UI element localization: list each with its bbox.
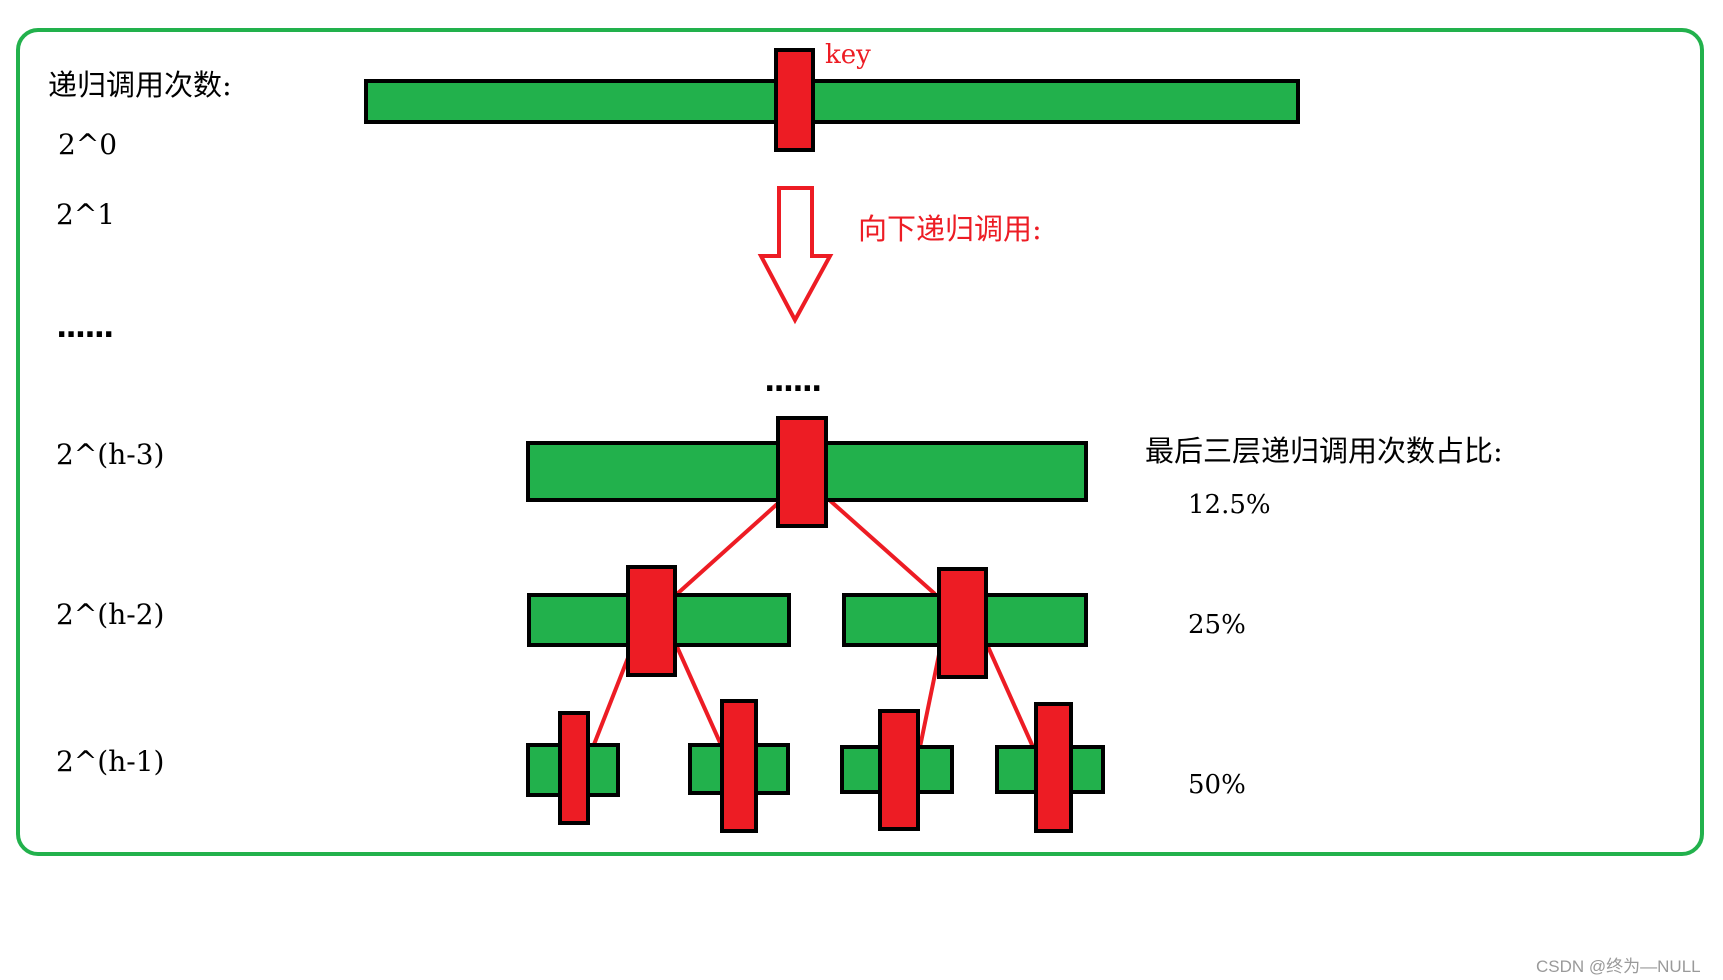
level-label-1: 2^1 bbox=[56, 198, 116, 231]
recursion-direction-label: 向下递归调用: bbox=[858, 212, 1042, 246]
level-label-0: 2^0 bbox=[58, 128, 118, 161]
down-arrow-icon bbox=[757, 186, 834, 325]
edge-l1-left bbox=[675, 495, 787, 596]
key-cell-h2-left bbox=[626, 565, 677, 677]
middle-ellipsis: ...... bbox=[764, 364, 822, 399]
diagram-frame bbox=[16, 28, 1704, 856]
recursion-count-title: 递归调用次数: bbox=[48, 68, 232, 102]
edge-l1-right bbox=[824, 495, 937, 596]
edge-l2-d bbox=[983, 639, 1035, 748]
level-label-h1: 2^(h-1) bbox=[56, 745, 165, 778]
key-label: key bbox=[825, 40, 871, 70]
watermark: CSDN @终为—NULL bbox=[1536, 957, 1701, 976]
key-cell-h1-1 bbox=[558, 711, 590, 825]
ratio-title: 最后三层递归调用次数占比: bbox=[1145, 434, 1503, 468]
ratio-h3: 12.5% bbox=[1188, 490, 1271, 520]
top-array-bar bbox=[364, 79, 1300, 124]
ratio-h2: 25% bbox=[1188, 610, 1246, 640]
edge-l2-b bbox=[672, 639, 724, 748]
top-key-cell bbox=[774, 48, 815, 152]
key-cell-h1-3 bbox=[878, 709, 920, 831]
level-label-h2: 2^(h-2) bbox=[56, 598, 165, 631]
key-cell-h1-4 bbox=[1034, 702, 1073, 833]
level-label-h3: 2^(h-3) bbox=[56, 438, 165, 471]
key-cell-h2-right bbox=[937, 567, 988, 679]
ratio-h1: 50% bbox=[1188, 770, 1246, 800]
key-cell-h1-2 bbox=[720, 699, 758, 833]
level-ellipsis: ...... bbox=[56, 310, 114, 345]
key-cell-h3 bbox=[776, 416, 828, 528]
